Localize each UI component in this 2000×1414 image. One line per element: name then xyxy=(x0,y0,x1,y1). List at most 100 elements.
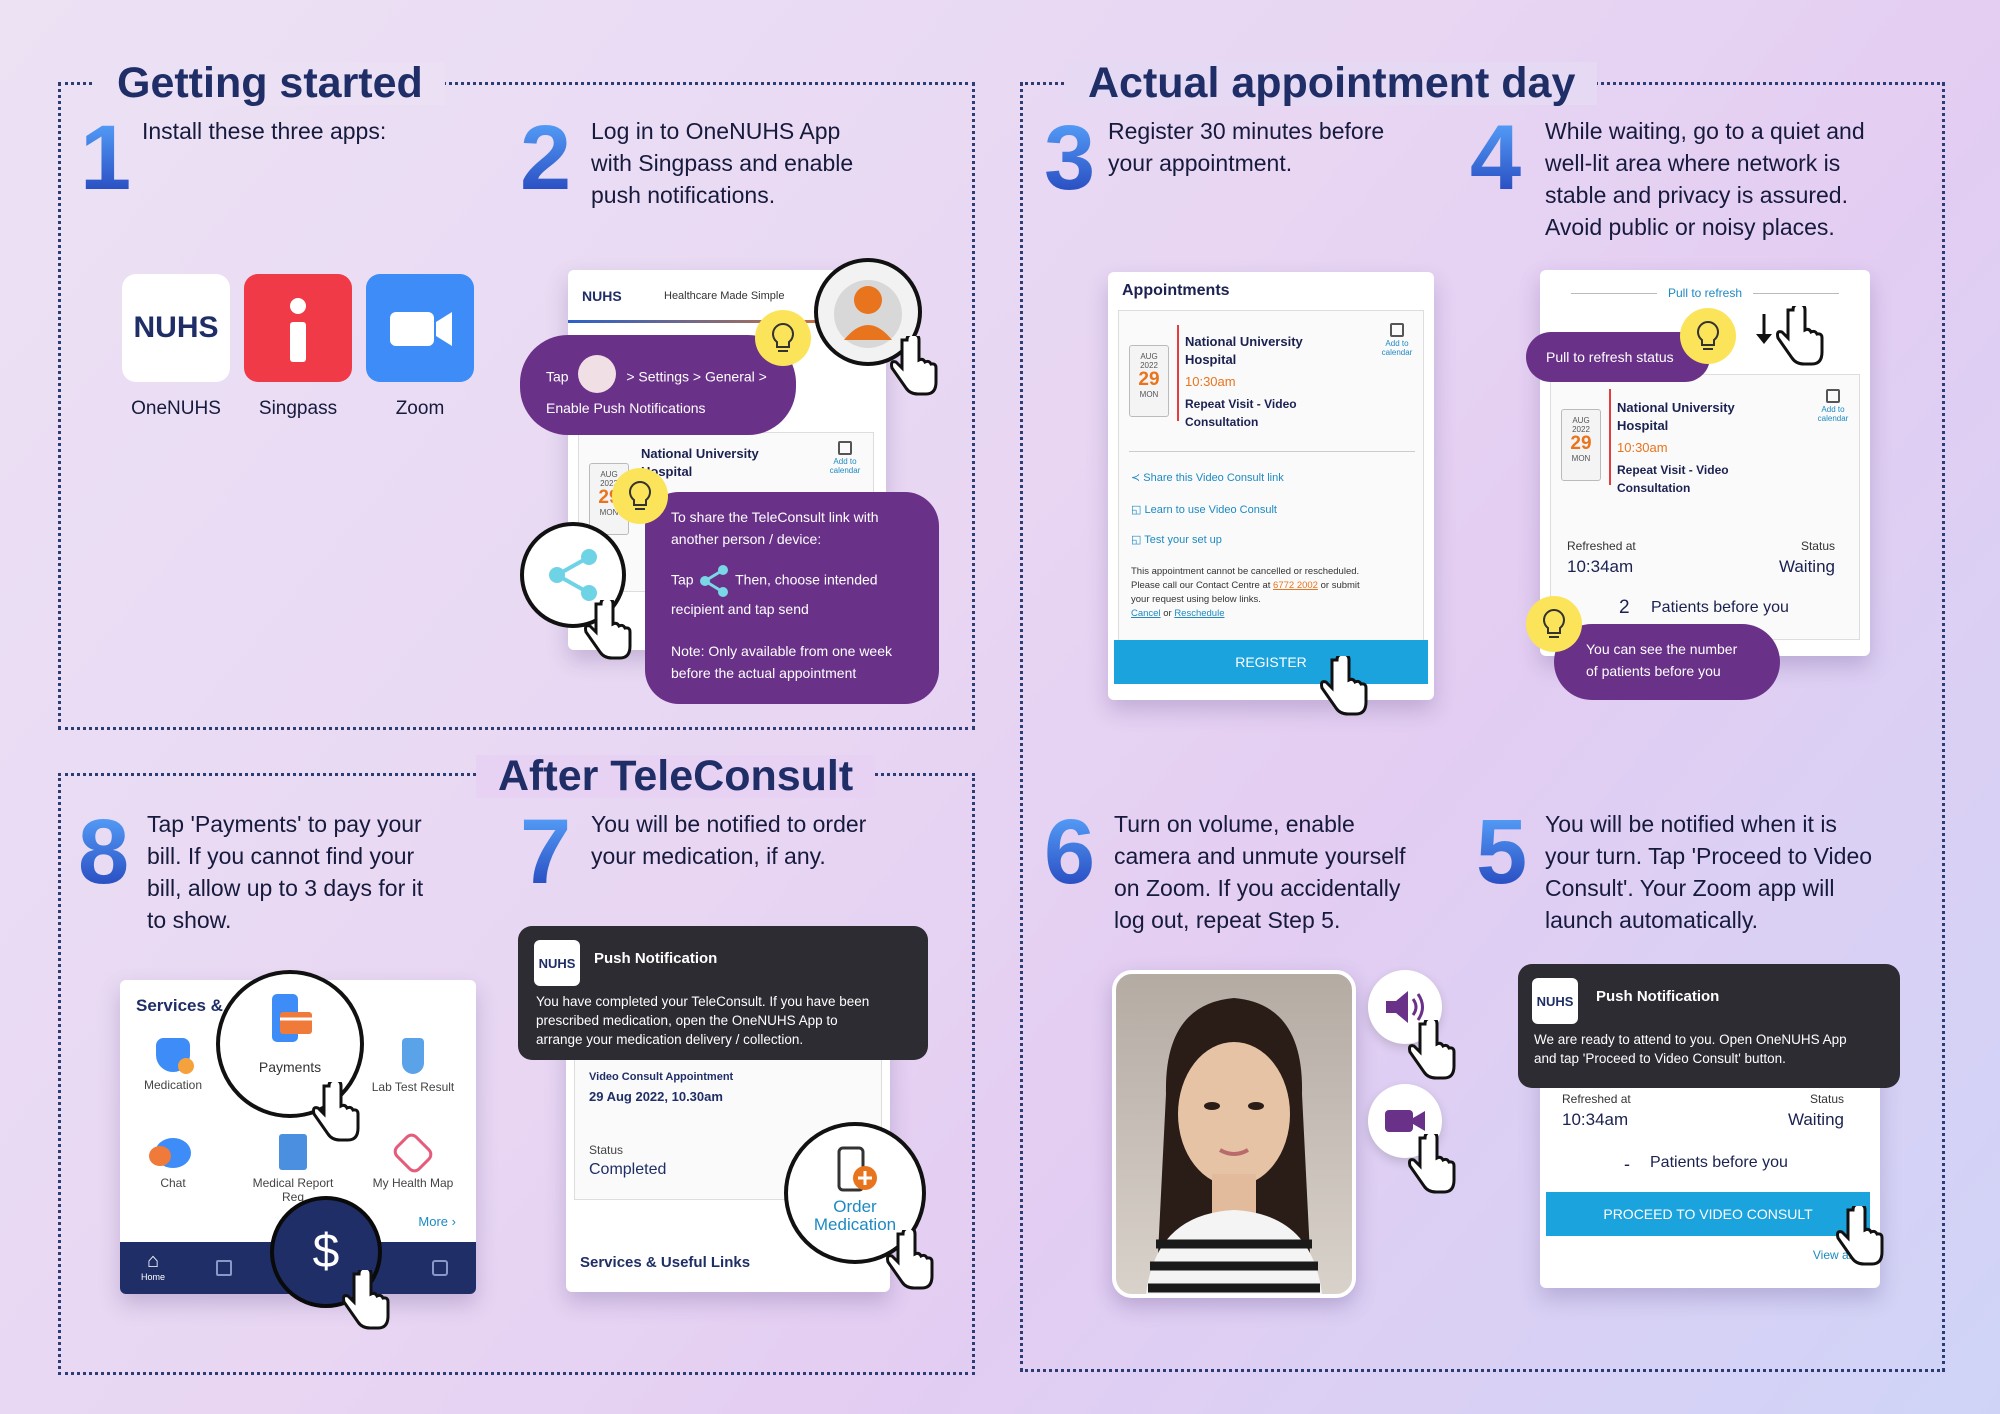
dollar-icon: $ xyxy=(312,1225,340,1278)
appointment-label: Video Consult Appointment xyxy=(589,1071,734,1083)
step-line: log out, repeat Step 5. xyxy=(1114,907,1341,933)
medical-report-tile[interactable]: Medical Report Req xyxy=(238,1134,348,1204)
month: AUG xyxy=(1572,416,1590,425)
external-link-icon: ◱ xyxy=(1131,534,1142,546)
calendar-icon xyxy=(1826,389,1840,403)
tile-label: Payments xyxy=(258,1059,322,1075)
step-3-text: Register 30 minutes before your appointm… xyxy=(1108,115,1384,179)
tap-hand-icon xyxy=(584,600,632,660)
nav-inbox[interactable] xyxy=(432,1260,448,1276)
tile-label: Lab Test Result xyxy=(371,1080,455,1094)
phone-link[interactable]: 6772 2002 xyxy=(1273,580,1318,591)
appointment-time: 10:30am xyxy=(1617,440,1668,455)
reschedule-link[interactable]: Reschedule xyxy=(1174,608,1225,619)
status-value: Waiting xyxy=(1778,557,1835,576)
notice-line: This appointment cannot be cancelled or … xyxy=(1131,566,1360,577)
nav-label: Home xyxy=(140,1272,165,1282)
tip-text: Note: Only available from one week xyxy=(671,643,892,659)
getting-started-panel xyxy=(58,82,975,730)
step-line: stable and privacy is assured. xyxy=(1545,182,1848,208)
add-to-calendar-label: Add to calendar xyxy=(1381,339,1413,357)
status-value: Completed xyxy=(589,1161,667,1178)
share-link-label: Share this Video Consult link xyxy=(1143,472,1284,484)
body-line: arrange your medication delivery / colle… xyxy=(536,1032,804,1047)
add-to-calendar-button[interactable]: Add to calendar xyxy=(1377,323,1417,357)
step-line: Tap 'Payments' to pay your xyxy=(147,811,422,837)
step-5-text: You will be notified when it is your tur… xyxy=(1545,808,1872,936)
weekday: MON xyxy=(1139,390,1159,399)
step-6-text: Turn on volume, enable camera and unmute… xyxy=(1114,808,1406,936)
onenuhs-app-icon[interactable]: NUHS xyxy=(122,274,230,382)
visit-type: Repeat Visit - Video xyxy=(1185,397,1297,411)
lab-test-tile[interactable]: Lab Test Result xyxy=(358,1038,468,1094)
nuhs-logo: NUHS xyxy=(534,940,580,986)
share-link[interactable]: ≺ Share this Video Consult link xyxy=(1131,471,1284,484)
refreshed-time: 10:34am xyxy=(1567,557,1634,576)
notification-body: We are ready to attend to you. Open OneN… xyxy=(1534,1030,1847,1068)
weekday: MON xyxy=(1571,454,1591,463)
view-all-link[interactable]: View all xyxy=(1812,1248,1854,1262)
heart-map-icon xyxy=(390,1130,436,1176)
step-line: your medication, if any. xyxy=(591,843,826,869)
tip-line: Tap > Settings > General > xyxy=(546,355,796,393)
chat-tile[interactable]: Chat xyxy=(128,1138,218,1190)
body-line: We are ready to attend to you. Open OneN… xyxy=(1534,1032,1847,1047)
notice-line: Cancel or Reschedule xyxy=(1131,607,1417,621)
hospital-line: Hospital xyxy=(1185,352,1237,367)
appointment-details: National University Hospital 10:30am Rep… xyxy=(1185,333,1303,431)
services-links-heading: Services & Useful Links xyxy=(580,1254,751,1271)
push-notification-completed[interactable]: NUHS Push Notification You have complete… xyxy=(518,926,928,1060)
add-to-calendar-button[interactable]: Add to calendar xyxy=(1813,389,1853,423)
patients-count: - xyxy=(1624,1154,1630,1174)
pull-line xyxy=(1753,293,1840,295)
app-label: Singpass xyxy=(258,398,338,419)
medication-tile[interactable]: Medication xyxy=(128,1038,218,1092)
health-map-tile[interactable]: My Health Map xyxy=(358,1130,468,1190)
body-line: and tap 'Proceed to Video Consult' butto… xyxy=(1534,1051,1786,1066)
nav-calendar[interactable] xyxy=(216,1260,232,1276)
weekday: MON xyxy=(599,508,619,517)
zoom-app-icon[interactable] xyxy=(366,274,474,382)
header-divider xyxy=(568,320,886,323)
profile-icon xyxy=(834,280,902,348)
lightbulb-icon xyxy=(612,468,668,524)
external-link-icon: ◱ xyxy=(1131,504,1142,516)
video-camera-icon xyxy=(390,312,452,346)
share-icon: ≺ xyxy=(1131,472,1141,484)
add-to-calendar-button[interactable]: Add to calendar xyxy=(825,441,865,475)
section-title-appointment-day: Actual appointment day xyxy=(1066,62,1598,105)
nuhs-logo: NUHS xyxy=(582,288,622,304)
chevron-right-icon: › xyxy=(451,1214,456,1229)
push-notification-proceed[interactable]: NUHS Push Notification We are ready to a… xyxy=(1518,964,1900,1088)
calendar-icon xyxy=(1390,323,1404,337)
status-label: Status xyxy=(1809,1092,1844,1106)
test-setup-link[interactable]: ◱ Test your set up xyxy=(1131,533,1222,546)
learn-link[interactable]: ◱ Learn to use Video Consult xyxy=(1131,503,1277,516)
lightbulb-icon xyxy=(755,310,811,366)
step-line: to show. xyxy=(147,907,232,933)
pull-label: Pull to refresh xyxy=(1667,286,1743,300)
nav-home[interactable]: ⌂Home xyxy=(138,1250,168,1282)
body-line: prescribed medication, open the OneNUHS … xyxy=(536,1013,838,1028)
year: 2022 xyxy=(1572,425,1590,434)
year: 2022 xyxy=(1140,361,1158,370)
tip-line: Tap Then, choose intended xyxy=(671,564,939,598)
pull-to-refresh-tip: Pull to refresh status xyxy=(1526,332,1710,382)
patients-label: Patients before you xyxy=(1651,599,1789,616)
proceed-to-video-consult-button[interactable]: PROCEED TO VIDEO CONSULT xyxy=(1546,1192,1870,1236)
phone-plus-icon xyxy=(837,1146,877,1192)
tap-hand-icon xyxy=(1776,306,1824,366)
notice-text: Please call our Contact Centre at xyxy=(1131,580,1271,591)
more-link[interactable]: More › xyxy=(418,1214,456,1229)
credit-card-phone-icon xyxy=(272,994,312,1042)
singpass-app-icon[interactable] xyxy=(244,274,352,382)
nuhs-logo: NUHS xyxy=(133,311,219,344)
cancel-link[interactable]: Cancel xyxy=(1131,608,1161,619)
notification-title: Push Notification xyxy=(1596,988,1720,1005)
learn-link-label: Learn to use Video Consult xyxy=(1144,504,1277,516)
test-setup-label: Test your set up xyxy=(1144,534,1222,546)
home-icon: ⌂ xyxy=(146,1250,160,1272)
step-2-text: Log in to OneNUHS App with Singpass and … xyxy=(591,115,853,211)
register-button[interactable]: REGISTER xyxy=(1114,640,1428,684)
